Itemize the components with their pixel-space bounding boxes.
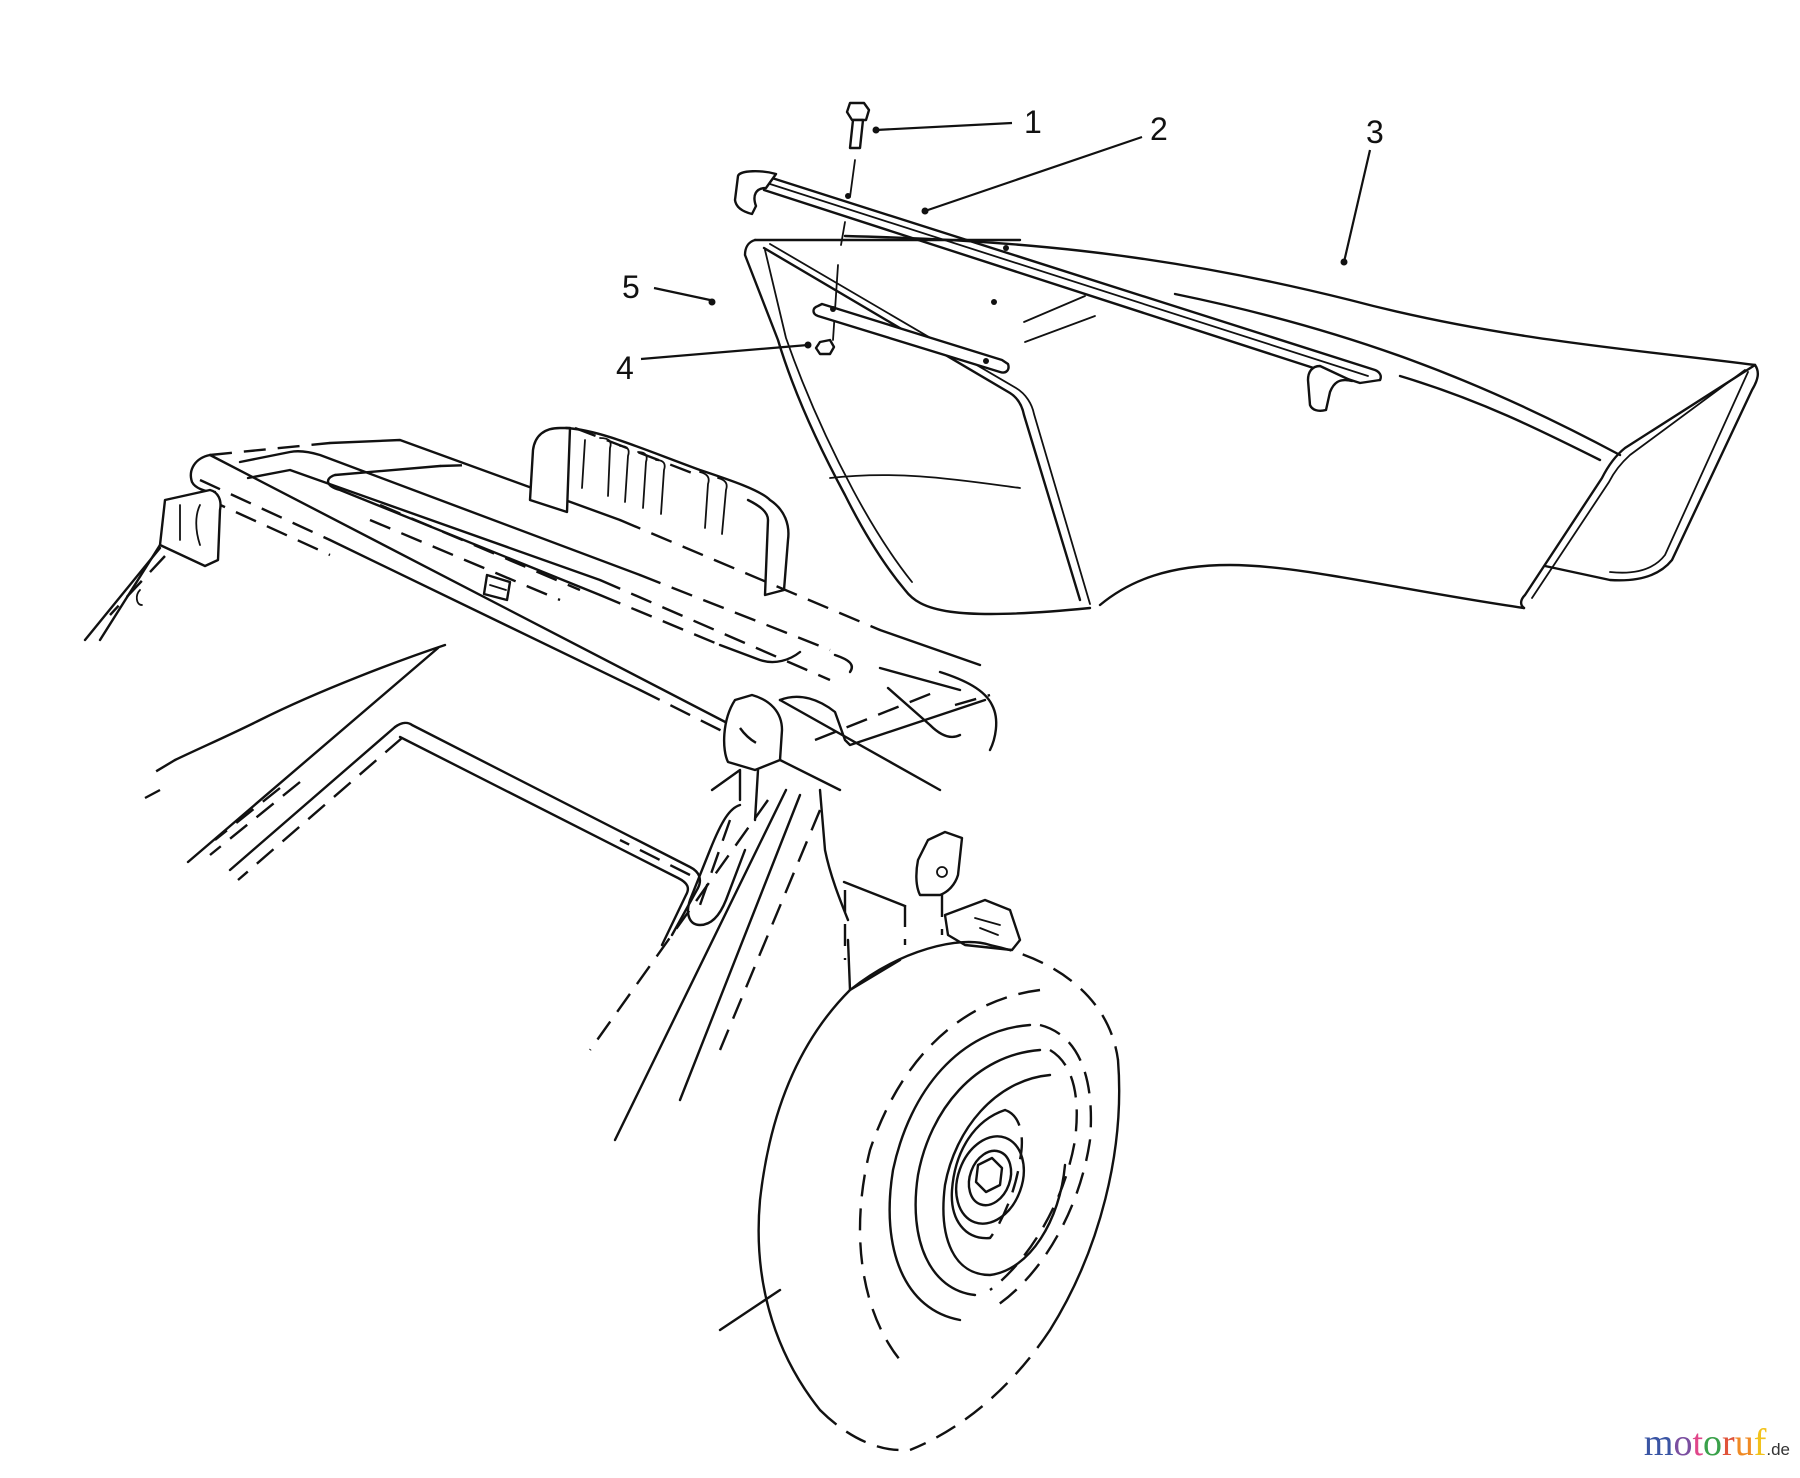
svg-text:1: 1 [1024,104,1042,140]
deck-body [144,643,850,1332]
rear-flap-assembly [189,438,998,792]
wheel [757,940,1121,1452]
callout-5: 5 [622,269,716,306]
logo-letter: u [1734,1422,1754,1464]
logo-letter: o [1673,1422,1693,1464]
callouts: 1 2 3 4 5 [616,104,1384,386]
grass-bag [743,234,1760,616]
retaining-plate [812,302,1010,374]
logo-letter: o [1703,1422,1723,1464]
svg-text:3: 3 [1366,114,1384,150]
callout-1: 1 [872,104,1042,140]
svg-text:5: 5 [622,269,640,305]
bolt [832,101,871,341]
callout-2: 2 [921,111,1168,215]
watermark-logo: motoruf.de [1644,1424,1790,1462]
logo-letter: t [1692,1422,1704,1464]
callout-3: 3 [1340,114,1384,266]
callout-4: 4 [616,341,812,386]
carry-handle [482,426,790,602]
logo-letter: r [1722,1422,1735,1464]
handle-grip-ridges [581,437,728,535]
nut [814,338,836,356]
support-rail [733,170,1382,412]
wheel-brackets [842,830,1022,992]
svg-text:4: 4 [616,350,634,386]
svg-text:2: 2 [1150,111,1168,147]
left-hinge-bracket [83,488,222,642]
logo-letter: m [1643,1422,1674,1464]
right-hinge-bracket [710,693,784,822]
logo-letter: f [1753,1422,1767,1464]
logo-tld: .de [1766,1440,1790,1459]
